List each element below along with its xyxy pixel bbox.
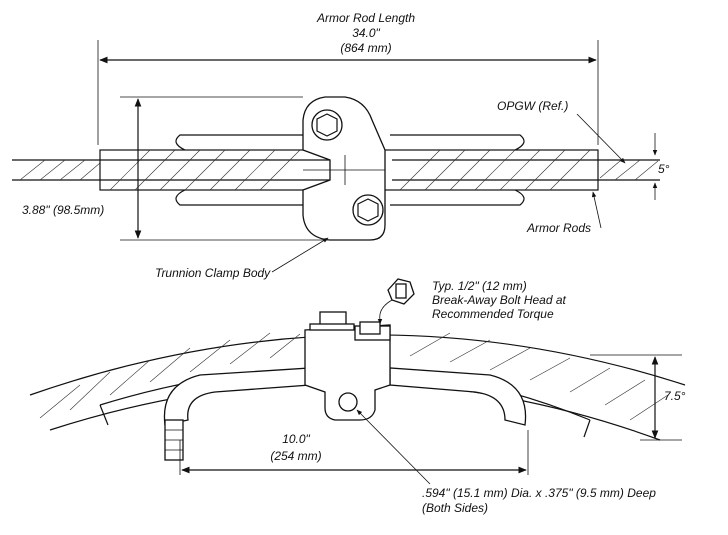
armor-rods-label: Armor Rods bbox=[526, 221, 591, 235]
opgw-cable-top bbox=[12, 159, 660, 181]
angle-5-label: 5° bbox=[658, 162, 670, 176]
trunnion-hole bbox=[338, 392, 358, 412]
armor-rod-length-mm: (864 mm) bbox=[340, 41, 391, 55]
opgw-callout: OPGW (Ref.) bbox=[497, 99, 626, 164]
armor-rod-length-dimension: Armor Rod Length 34.0" (864 mm) bbox=[97, 11, 599, 145]
opgw-label: OPGW (Ref.) bbox=[497, 99, 568, 113]
bolt-label-line2: Break-Away Bolt Head at bbox=[432, 293, 567, 307]
armor-rod-length-label: Armor Rod Length bbox=[316, 11, 415, 25]
angle-75-label: 7.5° bbox=[664, 389, 686, 403]
trunnion-label: Trunnion Clamp Body bbox=[155, 266, 271, 280]
length-10-dimension: 10.0" (254 mm) bbox=[179, 430, 529, 475]
armor-rod-length-inches: 34.0" bbox=[352, 26, 380, 40]
height-dimension: 3.88" (98.5mm) bbox=[22, 96, 330, 241]
clamp-flanges bbox=[175, 134, 525, 206]
bolt-side bbox=[309, 311, 381, 335]
bolt-label-line3: Recommended Torque bbox=[432, 307, 554, 321]
hole-label-line2: (Both Sides) bbox=[422, 501, 488, 515]
trunnion-clamp-body-side bbox=[304, 324, 391, 421]
hex-bolt-lower bbox=[352, 194, 384, 226]
trunnion-callout: Trunnion Clamp Body bbox=[155, 237, 329, 280]
armor-rods-callout: Armor Rods bbox=[526, 191, 602, 235]
angle-75-dimension: 7.5° bbox=[590, 354, 686, 441]
hole-callout: .594" (15.1 mm) Dia. x .375" (9.5 mm) De… bbox=[356, 409, 656, 515]
length-10-mm: (254 mm) bbox=[270, 449, 321, 463]
height-label: 3.88" (98.5mm) bbox=[22, 203, 104, 217]
bolt-head-callout: Typ. 1/2" (12 mm) Break-Away Bolt Head a… bbox=[377, 278, 567, 325]
bolt-label-line1: Typ. 1/2" (12 mm) bbox=[432, 279, 527, 293]
hole-label-line1: .594" (15.1 mm) Dia. x .375" (9.5 mm) De… bbox=[422, 486, 656, 500]
hex-bolt-upper bbox=[311, 109, 343, 141]
angle-5-dimension: 5° bbox=[652, 133, 670, 200]
length-10-inches: 10.0" bbox=[282, 432, 310, 446]
